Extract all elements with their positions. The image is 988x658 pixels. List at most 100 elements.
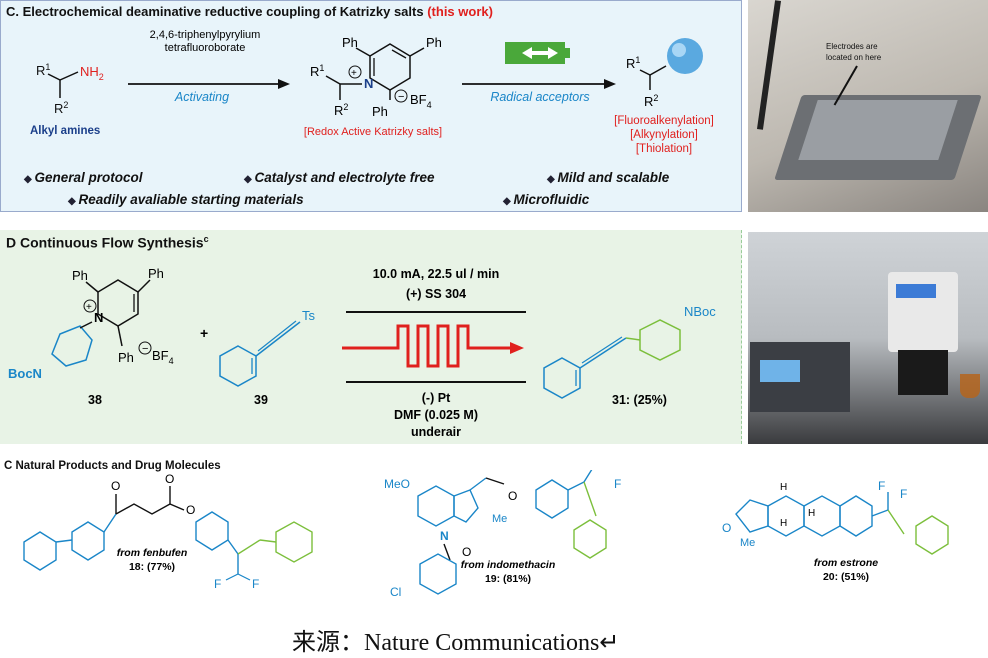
c19-cl: Cl <box>390 585 401 599</box>
bullet-general-protocol: General protocol <box>24 170 142 185</box>
compound-38-structure: Ph Ph Ph N + BocN − BF4 <box>8 266 174 381</box>
condition-anode: (+) SS 304 <box>406 287 466 301</box>
panel-d-flow-synthesis <box>0 230 742 444</box>
c31-nboc: NBoc <box>684 304 716 319</box>
c19-me: Me <box>492 513 507 525</box>
bullet-catalyst-free: Catalyst and electrolyte free <box>244 170 434 185</box>
electrode-device-photo: Electrodes are located on here <box>748 0 988 212</box>
reagent-line2: tetrafluoroborate <box>165 42 246 54</box>
katrizky-ph-1: Ph <box>342 35 358 50</box>
from-fenbufen: from fenbufen <box>117 547 188 559</box>
c19-ester-o1: O <box>510 470 519 473</box>
c20-f1: F <box>878 479 885 493</box>
alkyl-amine-structure: R1 NH2 R2 <box>36 62 104 116</box>
from-estrone: from estrone <box>814 557 878 569</box>
compound-39-structure: Ts <box>219 308 316 387</box>
katrizky-salt-structure: Ph Ph Ph N + R1 R2 − BF4 <box>310 35 442 119</box>
product-fluoroalkenylation: [Fluoroalkenylation] <box>614 115 714 127</box>
panel-d-title-text: D Continuous Flow Synthesis <box>6 234 204 251</box>
c19-n: N <box>440 529 449 543</box>
c20-f2: F <box>900 487 907 501</box>
condition-atmosphere: underair <box>411 425 461 439</box>
katrizky-bf4: BF4 <box>410 92 432 110</box>
panel-c-title-main: C. Electrochemical deaminative reductive… <box>6 4 424 19</box>
photo-note-line1: Electrodes are <box>826 42 878 51</box>
c38-plus: + <box>86 302 92 313</box>
yield-18: 18: (77%) <box>129 561 175 573</box>
bullet-readily-available: Readily avaliable starting materials <box>68 192 303 207</box>
amine-r1: R1 <box>36 62 50 78</box>
svg-text:−: − <box>398 91 404 103</box>
c18-keto-o: O <box>111 479 120 493</box>
serpentine-channel <box>342 324 512 368</box>
bullet-microfluidic: Microfluidic <box>503 192 589 207</box>
product-structure: R1 R2 <box>626 38 703 109</box>
label-31: 31: (25%) <box>612 393 667 407</box>
activating-label: Activating <box>174 90 229 104</box>
panel-c-scheme: R1 NH2 R2 Alkyl amines 2,4,6-triphenylpy… <box>30 29 714 155</box>
c19-f2: F <box>614 477 621 491</box>
bullet-mild-scalable: Mild and scalable <box>547 170 669 185</box>
panel-c-title-highlight: (this work) <box>427 4 493 19</box>
c18-f2: F <box>252 577 259 591</box>
panel-c-title: C. Electrochemical deaminative reductive… <box>6 4 493 19</box>
katrizky-r1: R1 <box>310 63 324 79</box>
c38-ph-3: Ph <box>118 350 134 365</box>
c18-ester-o2: O <box>186 503 195 517</box>
c18-ester-o1: O <box>165 472 174 486</box>
condition-cathode: (-) Pt <box>422 391 451 405</box>
compound-18-structure: O O O F F <box>23 472 313 591</box>
c38-ph-2: Ph <box>148 266 164 281</box>
c20-h2: H <box>780 518 787 529</box>
c19-amide-o: O <box>462 545 471 559</box>
c38-n: N <box>94 310 103 325</box>
c20-h1: H <box>780 482 787 493</box>
compound-20-structure: O Me H H H F F <box>722 479 949 555</box>
product-thiolation: [Thiolation] <box>636 143 692 155</box>
condition-solvent: DMF (0.025 M) <box>394 408 478 422</box>
katrizky-plus: + <box>351 68 357 79</box>
amine-nh2: NH2 <box>80 64 104 82</box>
c20-keto-o: O <box>722 521 731 535</box>
c19-ester-o2: O <box>508 489 517 503</box>
katrizky-ph-3: Ph <box>372 104 388 119</box>
panel-d-title-sup: c <box>203 234 209 244</box>
c38-bf4: BF4 <box>152 348 174 366</box>
yield-20: 20: (51%) <box>823 571 869 583</box>
plus-sign: + <box>200 325 208 341</box>
flow-setup-photo <box>748 232 988 444</box>
katrizky-r2: R2 <box>334 102 348 118</box>
katrizky-ph-2: Ph <box>426 35 442 50</box>
c38-ph-1: Ph <box>72 268 88 283</box>
alkyl-amines-label: Alkyl amines <box>30 125 100 137</box>
c20-h3: H <box>808 508 815 519</box>
panel-natural-products-title: C Natural Products and Drug Molecules <box>4 460 221 472</box>
katrizky-n: N <box>364 76 373 91</box>
radical-acceptors-label: Radical acceptors <box>490 90 589 104</box>
c18-f1: F <box>214 577 221 591</box>
acceptor-sphere-icon <box>667 38 703 74</box>
label-38: 38 <box>88 393 102 407</box>
panel-d-title: D Continuous Flow Synthesisc <box>6 234 209 251</box>
reagent-line1: 2,4,6-triphenylpyrylium <box>150 29 261 41</box>
label-39: 39 <box>254 393 268 407</box>
katrizky-label: [Redox Active Katrizky salts] <box>304 126 442 138</box>
c20-me: Me <box>740 537 755 549</box>
photo-note-line2: located on here <box>826 53 882 62</box>
product-alkynylation: [Alkynylation] <box>630 129 698 141</box>
svg-text:−: − <box>142 343 148 355</box>
condition-current-rate: 10.0 mA, 22.5 ul / min <box>373 267 499 281</box>
source-caption: 来源：Nature Communications↵ <box>292 630 620 656</box>
yield-19: 19: (81%) <box>485 573 531 585</box>
panel-natural-products-scheme: O O O F F from fenbufen 18: (77%) MeO N … <box>23 470 949 599</box>
panel-d-scheme: Ph Ph Ph N + BocN − BF4 38 + Ts 39 10.0 … <box>8 266 716 439</box>
amine-r2: R2 <box>54 100 68 116</box>
product-r1: R1 <box>626 55 640 71</box>
c19-meo: MeO <box>384 477 410 491</box>
product-r2: R2 <box>644 93 658 109</box>
compound-31-structure: NBoc <box>543 304 716 399</box>
c39-ts: Ts <box>302 308 316 323</box>
from-indomethacin: from indomethacin <box>461 559 556 571</box>
c38-bocn: BocN <box>8 366 42 381</box>
compound-19-structure: MeO N Me O O F F O Cl <box>384 470 621 599</box>
